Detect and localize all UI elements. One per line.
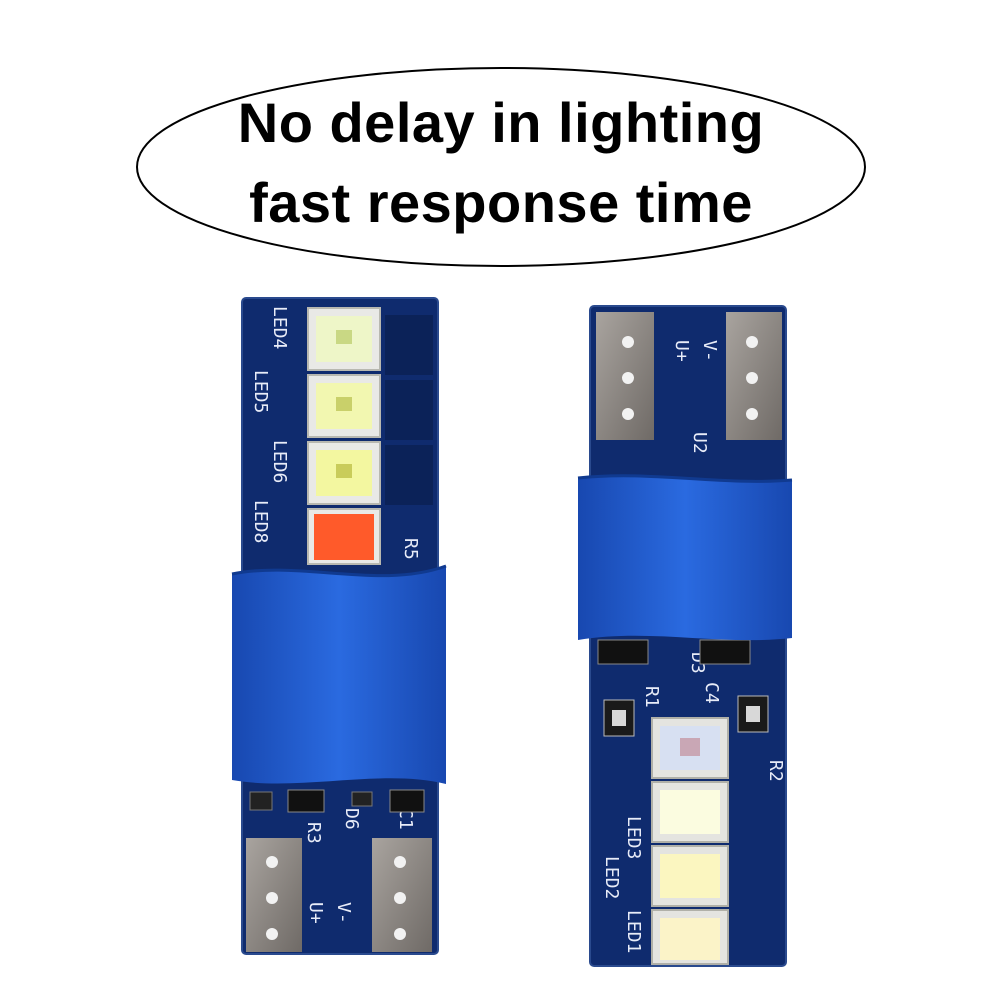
label-r3: R3 [303, 822, 324, 844]
label-led6: LED6 [269, 440, 290, 483]
label-r2: R2 [765, 760, 786, 782]
label-led8: LED8 [250, 500, 271, 543]
right-leds [651, 717, 729, 965]
label-led2: LED2 [601, 856, 622, 899]
callout-ellipse [136, 67, 866, 267]
right-contact-pads [596, 312, 782, 440]
label-u2: U2 [689, 432, 710, 454]
left-contact-pads [246, 838, 432, 952]
label-led1: LED1 [623, 910, 644, 953]
callout: No delay in lighting fast response time [135, 66, 867, 268]
callout-line-2: fast response time [249, 171, 753, 234]
left-leds [307, 307, 381, 565]
right-led-board: V- U+ U2 D3 R1 C4 R2 LED3 LED2 LED1 [577, 305, 793, 967]
left-led-board: LED4 LED5 LED6 LED8 R5 R3 D6 C1 U+ V- [231, 297, 447, 955]
label-r1: R1 [641, 686, 662, 708]
label-u-plus: U+ [305, 902, 326, 924]
label-u-plus-right: U+ [671, 340, 692, 362]
label-r5: R5 [400, 538, 421, 560]
label-c1: C1 [395, 808, 416, 830]
label-v-minus-right: V- [699, 340, 720, 362]
label-led3: LED3 [623, 816, 644, 859]
right-heat-shrink-sleeve [578, 475, 792, 641]
label-led5: LED5 [250, 370, 271, 413]
label-led4: LED4 [269, 306, 290, 349]
callout-line-1: No delay in lighting [237, 91, 765, 154]
label-c4: C4 [701, 682, 722, 704]
left-heat-shrink-sleeve [232, 566, 446, 784]
label-d6: D6 [341, 808, 362, 830]
label-v-minus: V- [333, 902, 354, 924]
